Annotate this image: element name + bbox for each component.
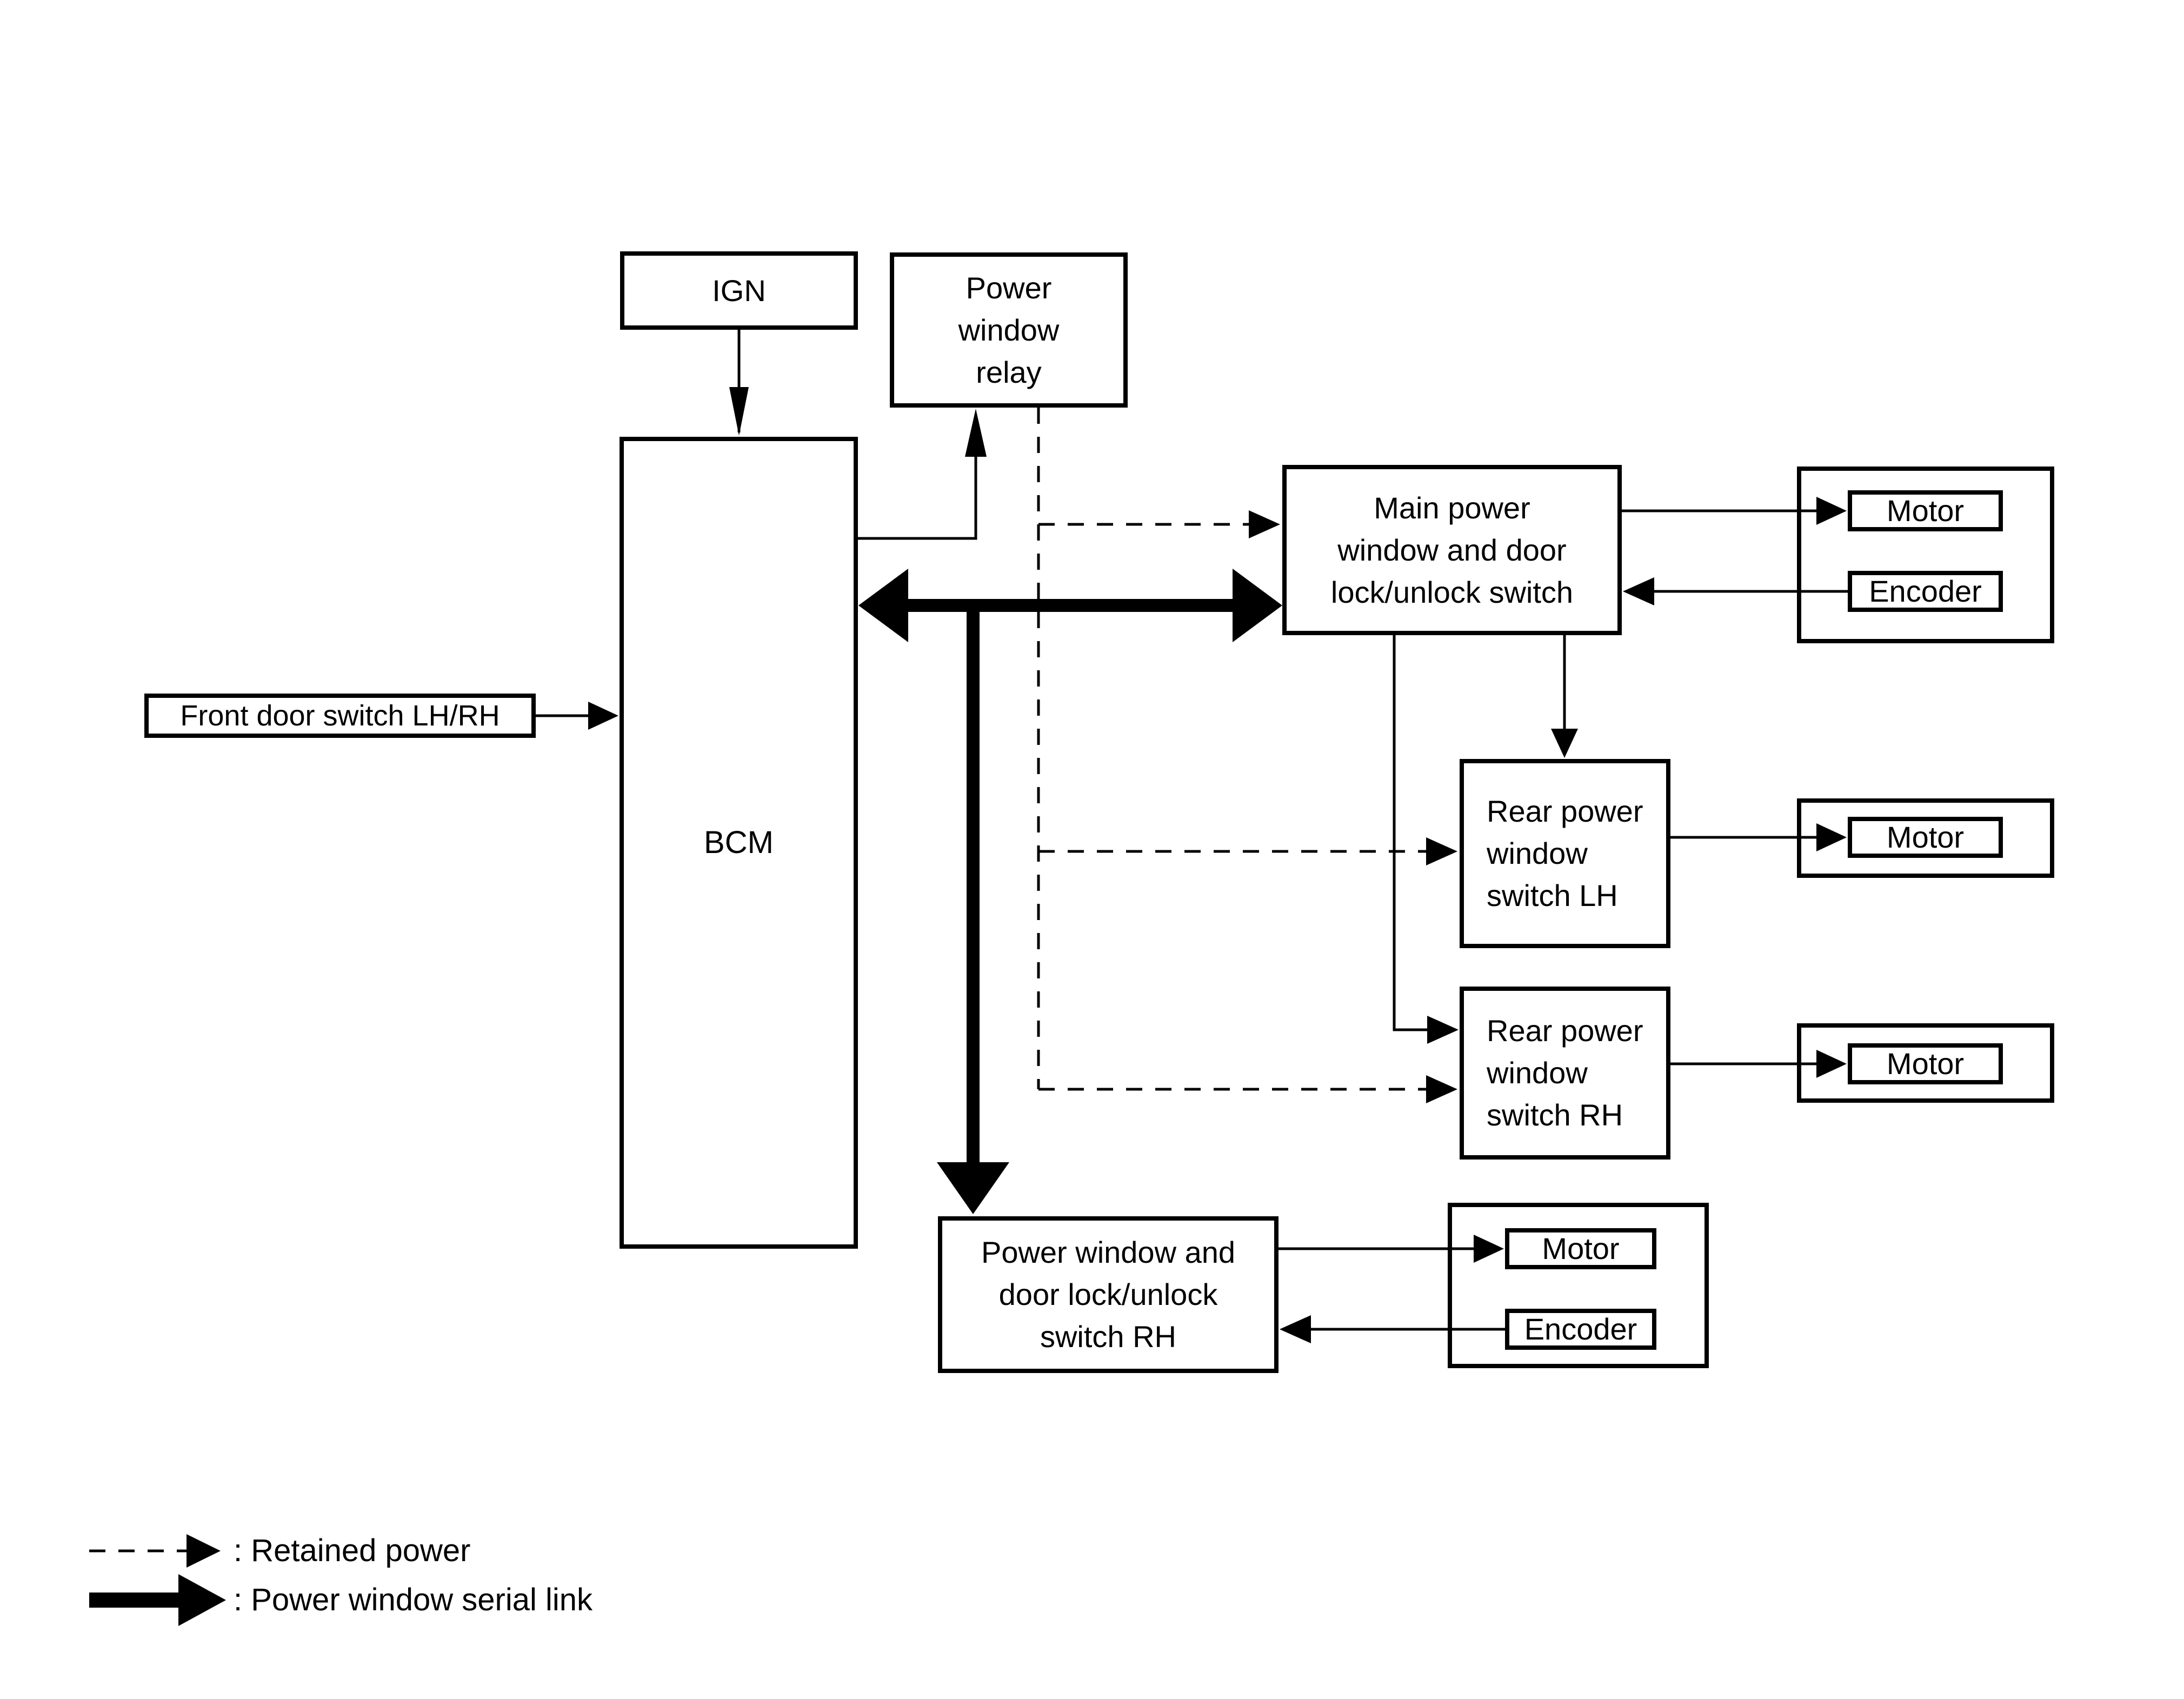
arrowhead-dashed-main bbox=[1249, 510, 1280, 538]
main-to-rear-rh-line bbox=[1393, 635, 1427, 1031]
rear-rh-motor-container bbox=[1797, 1023, 2054, 1103]
main-motor-encoder-container bbox=[1797, 467, 2054, 643]
arrowhead-main-motor bbox=[1816, 497, 1847, 525]
arrowhead-legend-serial bbox=[178, 1574, 226, 1626]
arrowhead-serial-left bbox=[858, 569, 908, 642]
arrowhead-encoder-main bbox=[1623, 577, 1654, 605]
arrowhead-switch-rh-motor bbox=[1474, 1235, 1504, 1263]
node-power-window-relay-label: Power window relay bbox=[958, 270, 1060, 389]
arrowhead-main-rear-lh bbox=[1551, 729, 1578, 758]
node-motor-main: Motor bbox=[1848, 490, 2003, 531]
legend-serial-link-label: : Power window serial link bbox=[234, 1582, 593, 1617]
bcm-to-relay-line bbox=[858, 457, 977, 540]
node-main-power-window-switch-label: Main power window and door lock/unlock s… bbox=[1330, 490, 1574, 609]
node-ign: IGN bbox=[620, 251, 858, 330]
node-power-window-switch-rh-label: Power window and door lock/unlock switch… bbox=[981, 1235, 1236, 1354]
node-motor-switch-rh-label: Motor bbox=[1542, 1231, 1620, 1265]
node-bcm: BCM bbox=[620, 437, 858, 1249]
node-rear-power-window-switch-rh: Rear power window switch RH bbox=[1460, 987, 1670, 1160]
node-front-door-switch-label: Front door switch LH/RH bbox=[180, 699, 500, 732]
node-motor-rear-lh: Motor bbox=[1848, 817, 2003, 858]
serial-link-lines bbox=[89, 599, 1243, 1608]
node-motor-rear-rh: Motor bbox=[1848, 1043, 2003, 1084]
arrowheads bbox=[178, 387, 1847, 1626]
node-front-door-switch: Front door switch LH/RH bbox=[144, 694, 536, 738]
arrowhead-frontdoor-bcm bbox=[588, 702, 618, 730]
arrowhead-relay bbox=[965, 409, 987, 457]
node-rear-power-window-switch-rh-label: Rear power window switch RH bbox=[1487, 1014, 1643, 1132]
arrowhead-ign-bcm bbox=[729, 387, 749, 436]
node-power-window-switch-rh: Power window and door lock/unlock switch… bbox=[938, 1216, 1279, 1373]
switch-rh-motor-encoder-container bbox=[1448, 1203, 1709, 1368]
arrowhead-legend-dashed bbox=[187, 1534, 221, 1568]
arrowhead-dashed-rear-rh bbox=[1426, 1075, 1457, 1103]
node-motor-switch-rh: Motor bbox=[1505, 1228, 1656, 1269]
arrowhead-serial-right bbox=[1233, 569, 1282, 642]
arrowhead-encoder-switch-rh bbox=[1280, 1315, 1311, 1343]
node-motor-rear-lh-label: Motor bbox=[1886, 820, 1965, 854]
node-main-power-window-switch: Main power window and door lock/unlock s… bbox=[1282, 465, 1622, 635]
arrowhead-serial-down bbox=[937, 1162, 1009, 1214]
node-motor-rear-rh-label: Motor bbox=[1886, 1047, 1965, 1081]
node-rear-power-window-switch-lh-label: Rear power window switch LH bbox=[1487, 794, 1643, 912]
arrowhead-rear-lh-motor bbox=[1816, 823, 1847, 851]
rear-lh-motor-container bbox=[1797, 798, 2054, 878]
retained-power-dashed-lines bbox=[89, 408, 1426, 1553]
arrowhead-main-rear-rh bbox=[1427, 1016, 1459, 1044]
thin-connectors bbox=[536, 330, 1849, 1331]
node-encoder-main-label: Encoder bbox=[1869, 574, 1982, 608]
arrowhead-dashed-rear-lh bbox=[1426, 837, 1457, 865]
node-encoder-switch-rh-label: Encoder bbox=[1524, 1312, 1637, 1346]
legend-retained-power-label: : Retained power bbox=[234, 1533, 471, 1568]
node-encoder-switch-rh: Encoder bbox=[1505, 1309, 1656, 1350]
node-rear-power-window-switch-lh: Rear power window switch LH bbox=[1460, 759, 1670, 948]
node-power-window-relay: Power window relay bbox=[890, 252, 1128, 408]
node-bcm-label: BCM bbox=[704, 825, 774, 860]
node-encoder-main: Encoder bbox=[1848, 571, 2003, 612]
node-motor-main-label: Motor bbox=[1886, 494, 1965, 528]
node-ign-label: IGN bbox=[712, 273, 766, 308]
arrowhead-rear-rh-motor bbox=[1816, 1050, 1847, 1078]
